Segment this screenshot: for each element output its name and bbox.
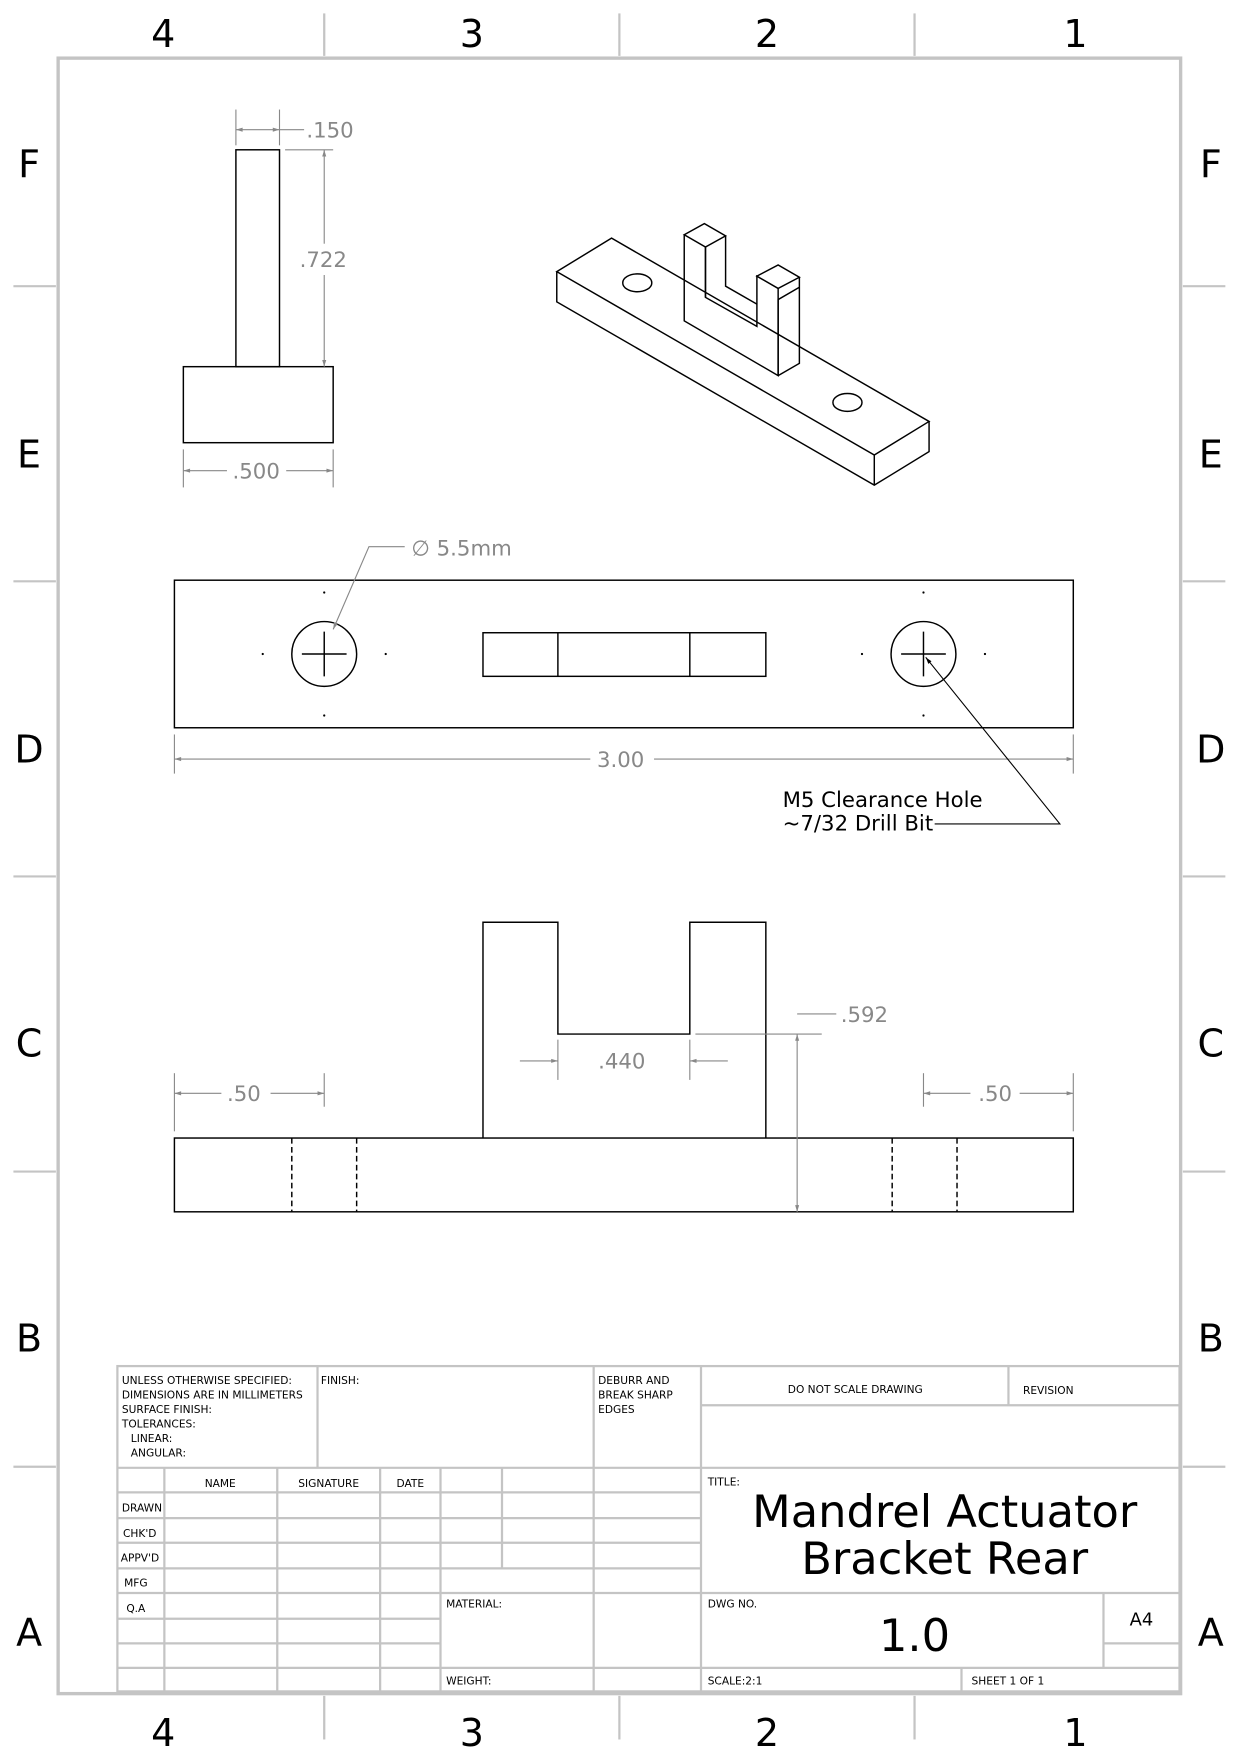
role-drawn: DRAWN (122, 1501, 162, 1514)
header-name: NAME (205, 1477, 236, 1490)
zone-row: B (1198, 1317, 1224, 1361)
title-label: TITLE: (707, 1476, 740, 1489)
zone-row: D (1196, 727, 1225, 771)
weight-label: WEIGHT: (446, 1675, 491, 1688)
role-qa: Q.A (126, 1602, 146, 1615)
mounting-hole-right (890, 620, 957, 688)
zone-row: E (1199, 432, 1223, 476)
role-approved: APPV'D (121, 1552, 159, 1565)
dim-hole-offset-left: .50 (227, 1082, 261, 1107)
side-view: .150 .722 .500 (182, 109, 354, 488)
role-checked: CHK'D (123, 1527, 156, 1540)
zone-row: A (16, 1611, 42, 1655)
isometric-view (555, 222, 931, 487)
spec-line: TOLERANCES: (121, 1418, 196, 1431)
zone-col: 3 (460, 1711, 484, 1754)
zone-row: C (16, 1021, 43, 1065)
dim-slot-width: .440 (598, 1050, 645, 1075)
scale-label: SCALE:2:1 (708, 1675, 763, 1688)
sheet-size: A4 (1130, 1609, 1154, 1630)
spec-line: SURFACE FINISH: (122, 1403, 212, 1416)
zone-row: A (1198, 1611, 1224, 1655)
zone-col: 1 (1063, 12, 1087, 56)
deburr-line: DEBURR AND (598, 1374, 669, 1387)
dim-stem-height: .722 (300, 248, 347, 273)
dim-overall-length: 3.00 (597, 748, 644, 773)
mounting-hole-left (291, 620, 358, 688)
title-block: UNLESS OTHERWISE SPECIFIED: DIMENSIONS A… (116, 1364, 1181, 1693)
dim-base-width: .500 (233, 459, 280, 484)
drawing-border (56, 56, 1183, 1696)
header-date: DATE (397, 1477, 425, 1490)
header-signature: SIGNATURE (298, 1477, 359, 1490)
zone-col: 4 (151, 12, 175, 56)
drawing-number: 1.0 (879, 1609, 950, 1662)
do-not-scale-label: DO NOT SCALE DRAWING (788, 1383, 923, 1396)
drawing-title-line1: Mandrel Actuator (752, 1485, 1138, 1538)
zone-row: B (16, 1317, 42, 1361)
dim-hole-diameter: ∅ 5.5mm (411, 537, 511, 562)
sheet-label: SHEET 1 OF 1 (972, 1675, 1045, 1688)
revision-label: REVISION (1023, 1384, 1074, 1397)
zone-row: D (14, 727, 43, 771)
note-hole-line1: M5 Clearance Hole (783, 788, 983, 813)
spec-line: LINEAR: (131, 1432, 173, 1445)
zone-column-labels-top: 4 3 2 1 (151, 12, 1087, 56)
zone-ticks (13, 13, 1226, 1740)
top-view: ∅ 5.5mm 3.00 M5 Clearance Hole ~7/32 Dri… (173, 537, 1075, 837)
spec-line: DIMENSIONS ARE IN MILLIMETERS (122, 1389, 303, 1402)
spec-line: UNLESS OTHERWISE SPECIFIED: (122, 1374, 292, 1387)
zone-row-labels-right: F E D C B A (1196, 143, 1225, 1655)
dwg-no-label: DWG NO. (708, 1598, 757, 1611)
zone-row: C (1198, 1021, 1225, 1065)
role-mfg: MFG (124, 1576, 147, 1589)
drawing-title-line2: Bracket Rear (801, 1532, 1089, 1585)
zone-col: 1 (1063, 1711, 1087, 1754)
zone-col: 2 (755, 12, 779, 56)
deburr-line: EDGES (598, 1403, 635, 1416)
zone-row: F (18, 143, 40, 187)
zone-col: 2 (755, 1711, 779, 1754)
zone-col: 4 (151, 1711, 175, 1754)
dim-stem-width: .150 (306, 119, 353, 144)
deburr-line: BREAK SHARP (598, 1389, 673, 1402)
zone-col: 3 (460, 12, 484, 56)
front-view: .50 .50 .440 .592 (173, 921, 1075, 1213)
zone-column-labels-bottom: 4 3 2 1 (151, 1711, 1087, 1754)
zone-row-labels-left: F E D C B A (14, 143, 43, 1655)
zone-row: E (17, 432, 41, 476)
finish-label: FINISH: (321, 1374, 360, 1387)
zone-row: F (1200, 143, 1222, 187)
dim-slot-bottom-height: .592 (841, 1003, 888, 1028)
material-label: MATERIAL: (446, 1598, 502, 1611)
note-hole-line2: ~7/32 Drill Bit (783, 812, 934, 837)
spec-line: ANGULAR: (131, 1447, 186, 1460)
dim-hole-offset-right: .50 (978, 1082, 1012, 1107)
